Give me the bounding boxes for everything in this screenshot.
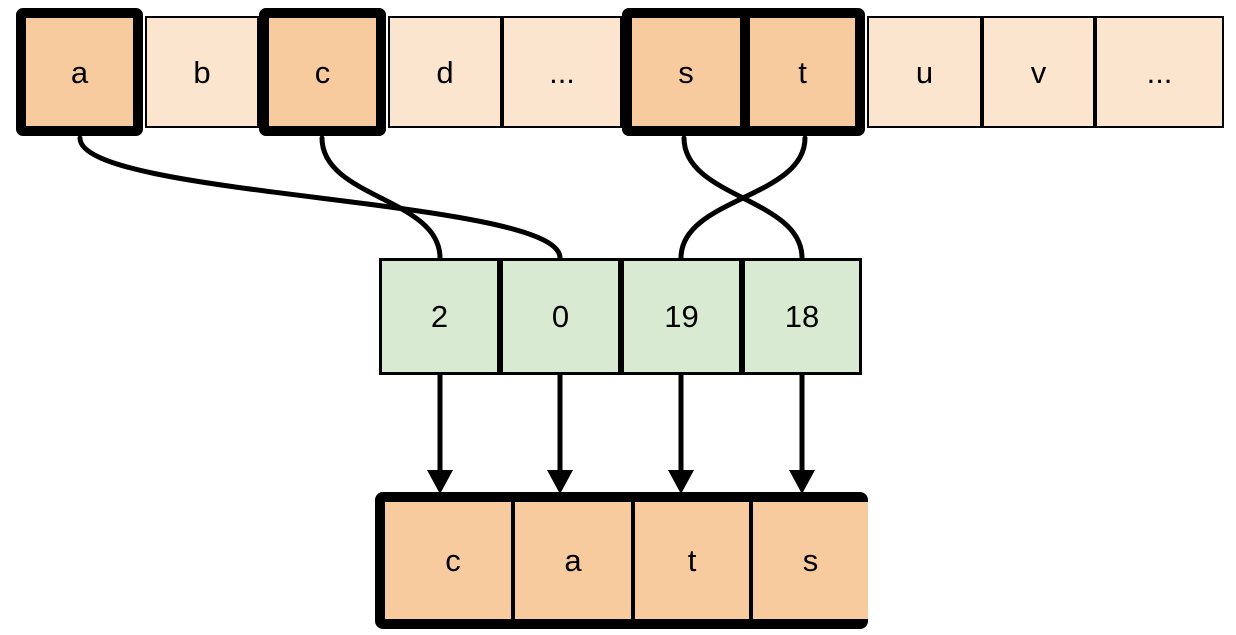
alphabet-cell-ellipsis-4[interactable]: ... xyxy=(502,16,622,128)
curve-s-to-18 xyxy=(681,135,805,261)
index-cell-2[interactable]: 2 xyxy=(379,258,500,375)
arrowhead-a xyxy=(547,470,573,494)
result-cell-t[interactable]: t xyxy=(635,502,753,619)
arrowhead-c xyxy=(427,470,453,494)
index-cell-18[interactable]: 18 xyxy=(742,258,862,375)
arrowhead-s xyxy=(789,470,815,494)
alphabet-cell-c[interactable]: c xyxy=(259,8,386,136)
alphabet-cell-s[interactable]: s xyxy=(622,8,745,136)
result-cell-c[interactable]: c xyxy=(395,502,515,619)
alphabet-cell-v[interactable]: v xyxy=(982,16,1095,128)
alphabet-cell-b[interactable]: b xyxy=(145,16,259,128)
alphabet-cell-t[interactable]: t xyxy=(745,8,865,136)
curve-a-to-0 xyxy=(77,135,563,261)
index-cell-0[interactable]: 0 xyxy=(500,258,621,375)
result-cell-a[interactable]: a xyxy=(515,502,635,619)
arrowhead-t xyxy=(668,470,694,494)
alphabet-cell-ellipsis-9[interactable]: ... xyxy=(1095,16,1224,128)
curve-c-to-2 xyxy=(319,135,443,261)
curve-t-to-19 xyxy=(678,135,808,261)
alphabet-cell-a[interactable]: a xyxy=(16,8,143,136)
alphabet-cell-d[interactable]: d xyxy=(388,16,502,128)
result-cell-s[interactable]: s xyxy=(753,502,868,619)
index-cell-19[interactable]: 19 xyxy=(621,258,742,375)
alphabet-cell-u[interactable]: u xyxy=(867,16,982,128)
